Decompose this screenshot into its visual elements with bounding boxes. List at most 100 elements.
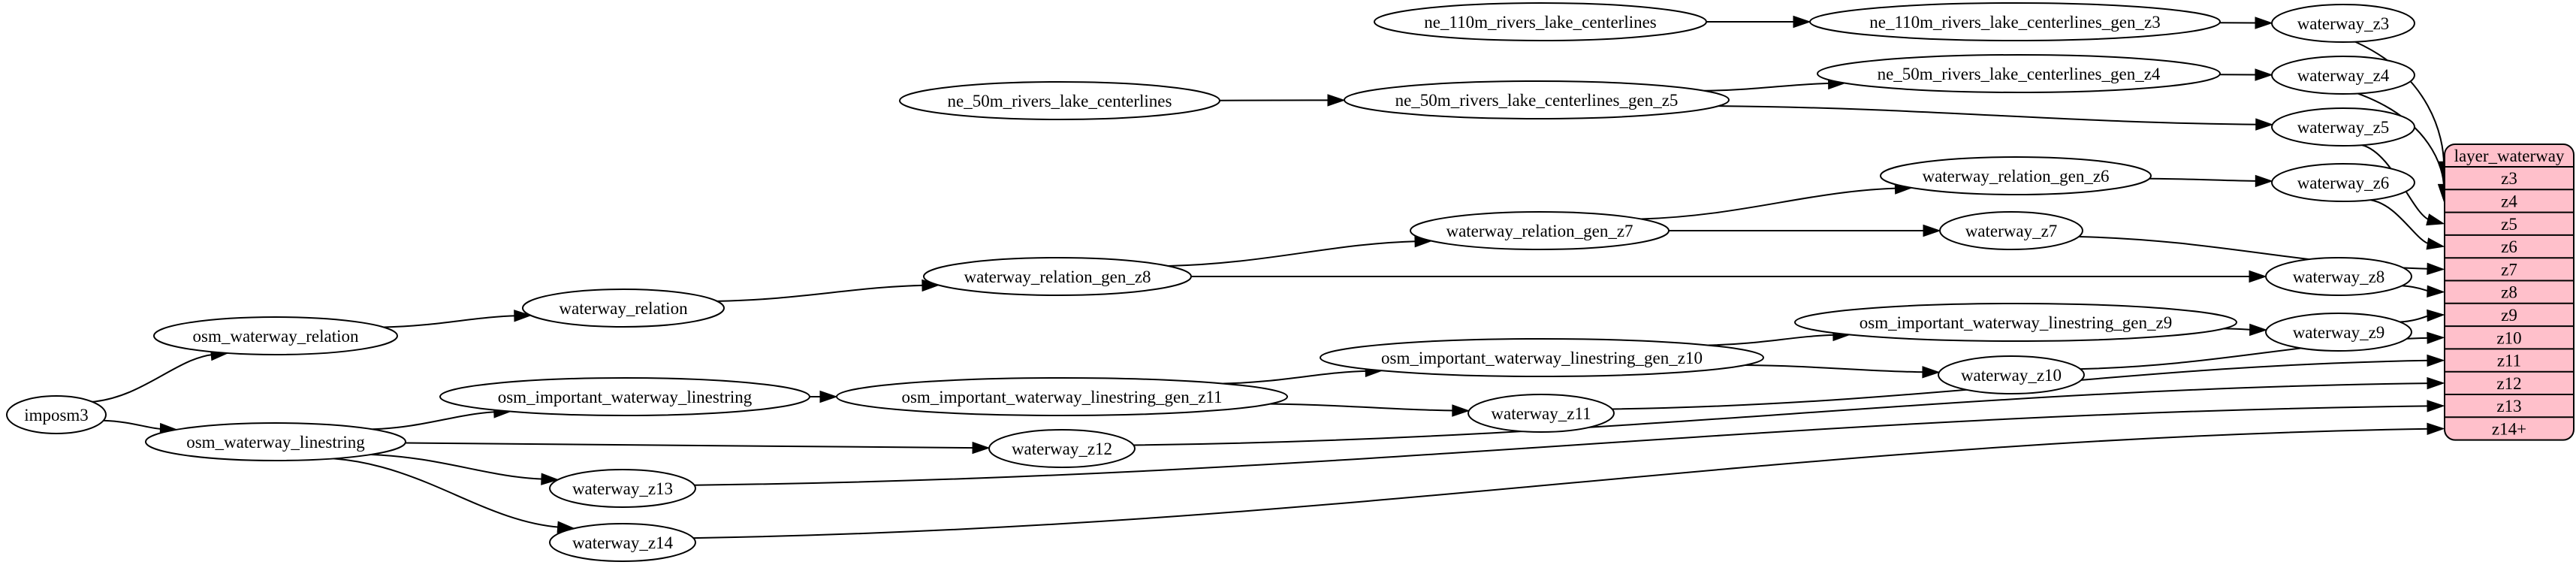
edge-imposm3-to-osm_waterway_relation: [92, 353, 215, 403]
arrowhead-icon: [1452, 404, 1470, 417]
table-row-z10: z10: [2496, 328, 2521, 347]
node-label-osm_important_waterway_linestring_gen_z11: osm_important_waterway_linestring_gen_z1…: [901, 388, 1222, 406]
arrowhead-icon: [2255, 17, 2273, 29]
arrowhead-icon: [514, 310, 532, 322]
node-label-waterway_relation_gen_z8: waterway_relation_gen_z8: [964, 267, 1151, 286]
arrowhead-icon: [2426, 237, 2445, 250]
node-imposm3: [6, 395, 107, 434]
edge-waterway_z3-to-layer_waterway-z3: [2354, 41, 2445, 165]
node-waterway_z4: [2271, 56, 2415, 95]
arrowhead-icon: [1793, 15, 1811, 29]
node-label-osm_important_waterway_linestring_gen_z9: osm_important_waterway_linestring_gen_z9: [1860, 313, 2172, 332]
edge-waterway_z8-to-layer_waterway-z8: [2402, 285, 2431, 292]
node-waterway_relation_gen_z7: [1410, 211, 1670, 250]
node-label-imposm3: imposm3: [24, 406, 89, 425]
node-ne_110m_rivers_lake_centerlines: [1374, 2, 1707, 41]
edge-osm_important_waterway_linestring_gen_z9-to-waterway_z9: [2223, 328, 2253, 331]
layer-waterway-table-header: layer_waterway: [2454, 147, 2565, 165]
edge-waterway_z12-to-layer_waterway-z12: [1133, 382, 2431, 446]
edge-osm_waterway_linestring-to-osm_important_waterway_linestring: [372, 411, 497, 431]
edge-waterway_z4-to-layer_waterway-z4: [2357, 92, 2445, 188]
arrowhead-icon: [2255, 174, 2273, 188]
table-row-z4: z4: [2501, 192, 2517, 210]
node-waterway_z12: [988, 429, 1136, 468]
table-row-z12: z12: [2496, 374, 2521, 393]
edge-imposm3-to-osm_waterway_linestring: [103, 419, 164, 431]
arrowhead-icon: [2427, 309, 2445, 322]
node-waterway_z6: [2271, 163, 2415, 202]
edge-waterway_z14-to-layer_waterway-z14+: [693, 428, 2431, 539]
arrowhead-icon: [2427, 331, 2445, 344]
edge-waterway_z13-to-layer_waterway-z13: [694, 405, 2431, 486]
node-label-ne_110m_rivers_lake_centerlines: ne_110m_rivers_lake_centerlines: [1424, 13, 1657, 32]
arrowhead-icon: [1923, 224, 1941, 237]
node-label-waterway_relation: waterway_relation: [559, 299, 688, 318]
node-label-waterway_z6: waterway_z6: [2297, 174, 2390, 192]
arrowhead-icon: [2427, 354, 2445, 367]
node-label-waterway_z10: waterway_z10: [1961, 366, 2062, 385]
node-label-waterway_z4: waterway_z4: [2297, 66, 2390, 85]
edge-waterway_relation_gen_z6-to-waterway_z6: [2149, 177, 2259, 182]
node-waterway_z3: [2271, 4, 2415, 43]
arrowhead-icon: [2255, 68, 2273, 81]
arrowhead-icon: [2427, 285, 2445, 298]
node-label-osm_important_waterway_linestring_gen_z10: osm_important_waterway_linestring_gen_z1…: [1381, 349, 1703, 367]
node-label-waterway_relation_gen_z6: waterway_relation_gen_z6: [1922, 167, 2109, 186]
arrowhead-icon: [1327, 94, 1346, 107]
edge-waterway_relation-to-waterway_relation_gen_z8: [716, 284, 925, 302]
node-ne_50m_rivers_lake_centerlines_gen_z4: [1817, 54, 2221, 93]
table-row-z3: z3: [2501, 169, 2517, 188]
arrowhead-icon: [2427, 262, 2445, 275]
edge-waterway_relation_gen_z8-to-waterway_relation_gen_z7: [1168, 240, 1419, 267]
node-label-osm_important_waterway_linestring: osm_important_waterway_linestring: [498, 388, 753, 406]
edge-waterway_z9-to-layer_waterway-z9: [2400, 314, 2431, 323]
edge-ne_50m_rivers_lake_centerlines_gen_z5-to-waterway_z5: [1718, 105, 2259, 125]
table-row-z13: z13: [2496, 397, 2521, 415]
arrowhead-icon: [972, 441, 991, 455]
node-label-waterway_relation_gen_z7: waterway_relation_gen_z7: [1446, 222, 1633, 240]
arrowhead-icon: [2427, 376, 2445, 390]
table-row-z14+: z14+: [2492, 419, 2526, 438]
arrowhead-icon: [2255, 118, 2274, 131]
edge-ne_50m_rivers_lake_centerlines_gen_z5-to-ne_50m_rivers_lake_centerlines_gen_z4: [1704, 82, 1832, 92]
node-ne_50m_rivers_lake_centerlines: [899, 81, 1220, 120]
node-label-waterway_z14: waterway_z14: [572, 533, 674, 552]
node-label-waterway_z3: waterway_z3: [2297, 14, 2390, 33]
node-label-ne_50m_rivers_lake_centerlines_gen_z5: ne_50m_rivers_lake_centerlines_gen_z5: [1395, 91, 1679, 110]
edge-waterway_z6-to-layer_waterway-z6: [2370, 199, 2431, 246]
edge-osm_waterway_linestring-to-waterway_z14: [333, 458, 561, 528]
node-label-waterway_z5: waterway_z5: [2297, 118, 2390, 137]
arrowhead-icon: [541, 473, 560, 485]
node-label-ne_50m_rivers_lake_centerlines: ne_50m_rivers_lake_centerlines: [948, 92, 1172, 110]
node-label-waterway_z11: waterway_z11: [1491, 404, 1591, 423]
node-waterway_relation_gen_z8: [923, 257, 1192, 296]
node-waterway_relation_gen_z6: [1880, 156, 2152, 195]
layer-waterway-table: [2444, 144, 2574, 441]
arrowhead-icon: [2249, 323, 2268, 337]
node-label-waterway_z8: waterway_z8: [2293, 267, 2385, 286]
edge-osm_waterway_linestring-to-waterway_z13: [370, 454, 545, 480]
edge-osm_important_waterway_linestring_gen_z10-to-osm_important_waterway_linestring_gen_z9: [1708, 334, 1836, 346]
node-waterway_z11: [1467, 394, 1615, 433]
node-label-waterway_z12: waterway_z12: [1012, 440, 1112, 458]
table-row-z8: z8: [2501, 283, 2517, 302]
edge-osm_important_waterway_linestring_gen_z11-to-waterway_z11: [1270, 403, 1455, 412]
node-ne_110m_rivers_lake_centerlines_gen_z3: [1809, 2, 2221, 41]
edge-waterway_relation_gen_z7-to-waterway_relation_gen_z6: [1640, 187, 1899, 220]
arrowhead-icon: [2426, 213, 2445, 226]
node-label-ne_50m_rivers_lake_centerlines_gen_z4: ne_50m_rivers_lake_centerlines_gen_z4: [1878, 65, 2161, 83]
node-label-ne_110m_rivers_lake_centerlines_gen_z3: ne_110m_rivers_lake_centerlines_gen_z3: [1869, 13, 2160, 32]
node-waterway_z8: [2265, 257, 2412, 296]
table-row-z11: z11: [2497, 352, 2521, 370]
table-row-z6: z6: [2501, 237, 2517, 256]
edge-osm_waterway_linestring-to-waterway_z12: [405, 442, 976, 449]
node-osm_important_waterway_linestring_gen_z11: [836, 377, 1288, 416]
arrowhead-icon: [1922, 366, 1941, 379]
node-label-osm_waterway_linestring: osm_waterway_linestring: [186, 433, 365, 452]
node-waterway_relation: [522, 289, 725, 328]
node-waterway_z14: [549, 523, 696, 562]
table-row-z7: z7: [2501, 260, 2517, 279]
node-osm_important_waterway_linestring_gen_z10: [1320, 338, 1764, 377]
node-osm_important_waterway_linestring: [439, 377, 810, 416]
